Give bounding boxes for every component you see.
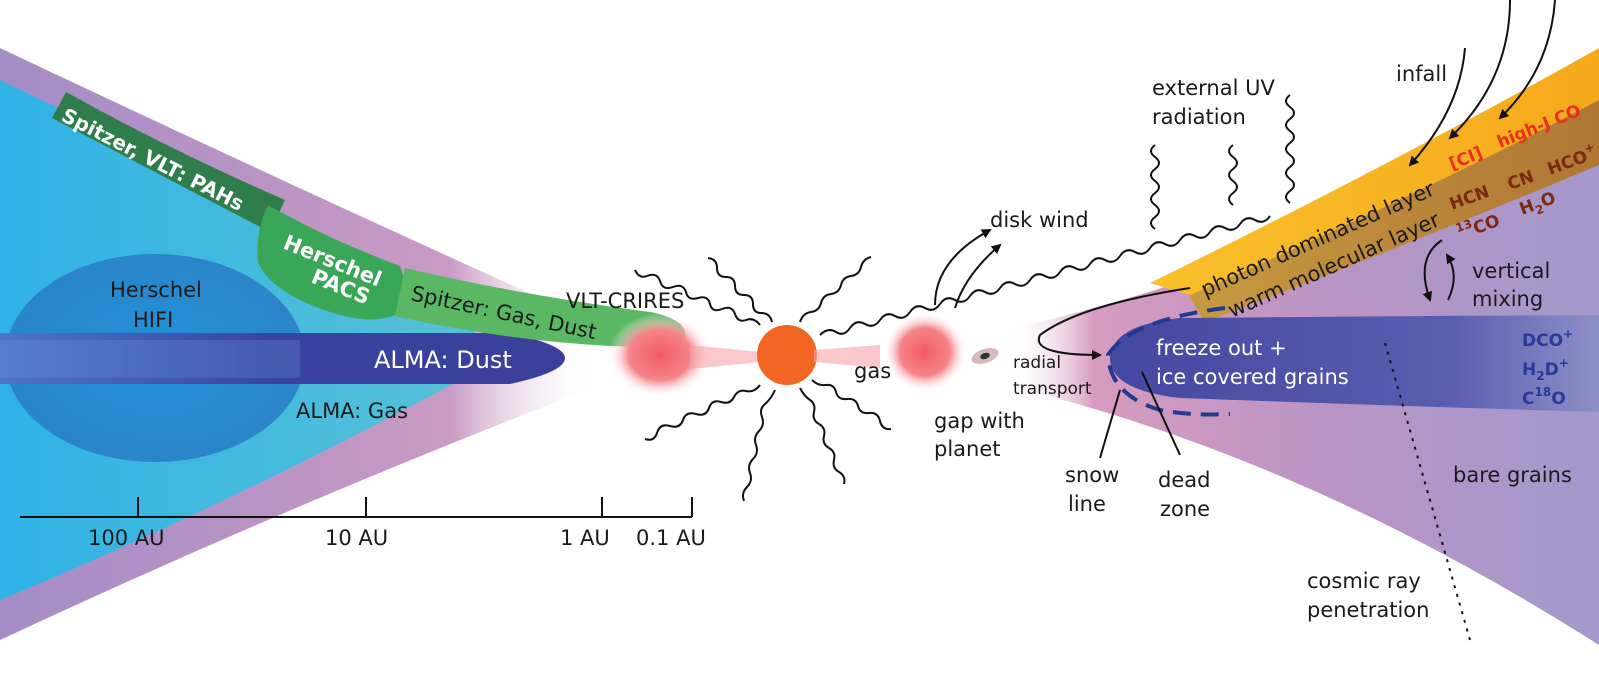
spitzer-vlt-pahs-band <box>52 92 285 232</box>
freeze-out-label-2: ice covered grains <box>1156 365 1349 389</box>
axis-tick-1au: 1 AU <box>560 526 610 550</box>
vlt-crires-pink <box>608 313 712 397</box>
snow-line-label-1: snow <box>1065 463 1119 487</box>
dead-zone-label-1: dead <box>1158 468 1210 492</box>
snow-line <box>1105 306 1231 417</box>
external-uv-rays <box>819 94 1295 336</box>
cosmic-ray-label-2: penetration <box>1307 598 1429 622</box>
disk-wind-arrow-2 <box>954 243 1002 309</box>
radial-transport-label-2: transport <box>1013 379 1092 399</box>
vertical-mixing-label-2: mixing <box>1472 287 1543 311</box>
molecule-c18o: C18O <box>1522 385 1566 409</box>
infall-arrow-3 <box>1498 0 1556 120</box>
molecule-h2o: H2O <box>1517 188 1560 222</box>
infall-label: infall <box>1396 62 1447 86</box>
radial-transport-arrow <box>1037 287 1191 360</box>
herschel-hifi-label-2: HIFI <box>133 308 173 332</box>
disk-wind-arrow-1 <box>934 229 992 306</box>
alma-dust-band <box>0 333 565 384</box>
cosmic-ray-label-1: cosmic ray <box>1307 569 1421 593</box>
vertical-mixing-arrow-2 <box>1445 253 1456 301</box>
dead-zone-label-2: zone <box>1160 497 1210 521</box>
star-radiation-rays <box>634 256 892 502</box>
vertical-mixing-label-1: vertical <box>1472 259 1550 283</box>
infall-arrow-1 <box>1408 47 1466 167</box>
axis-tick-100au: 100 AU <box>88 526 165 550</box>
freeze-out-region <box>1110 315 1599 412</box>
distance-axis <box>20 497 693 518</box>
radial-transport-label-1: radial <box>1013 353 1061 373</box>
external-uv-label-1: external UV <box>1152 76 1275 100</box>
herschel-hifi-label-1: Herschel <box>110 278 202 302</box>
vlt-crires-label: VLT-CRIRES <box>566 289 684 313</box>
alma-gas-label: ALMA: Gas <box>296 399 408 423</box>
molecule-h2d-plus: H2D+ <box>1522 356 1569 383</box>
spitzer-gas-dust-band <box>395 268 686 347</box>
photon-dominated-layer <box>1150 48 1599 295</box>
cosmic-ray-line <box>1384 342 1471 641</box>
molecule-dco-plus: DCO+ <box>1522 327 1573 351</box>
gap-label-2: planet <box>934 437 1001 461</box>
bare-grains-label: bare grains <box>1453 463 1572 487</box>
herschel-pacs-blob <box>257 205 404 320</box>
inner-gas-jet-right <box>814 345 880 368</box>
inner-gas-jet-left <box>690 345 760 369</box>
gas-label: gas <box>854 359 891 383</box>
vertical-mixing-arrow <box>1422 239 1443 302</box>
snow-line-pointer <box>1099 389 1121 459</box>
snow-line-label-2: line <box>1068 492 1106 516</box>
alma-dust-label: ALMA: Dust <box>374 346 512 374</box>
axis-tick-10au: 10 AU <box>325 526 388 550</box>
disk-wind-label: disk wind <box>990 208 1089 232</box>
gap-label-1: gap with <box>934 409 1025 433</box>
planet <box>980 352 990 360</box>
freeze-out-label-1: freeze out + <box>1156 336 1287 360</box>
gap-pink <box>883 312 967 392</box>
infall-arrow-2 <box>1448 0 1511 140</box>
alma-dust-fade <box>0 340 300 378</box>
central-star <box>757 325 817 385</box>
axis-tick-01au: 0.1 AU <box>636 526 706 550</box>
dead-zone-pointer <box>1141 371 1181 456</box>
external-uv-label-2: radiation <box>1152 105 1246 129</box>
